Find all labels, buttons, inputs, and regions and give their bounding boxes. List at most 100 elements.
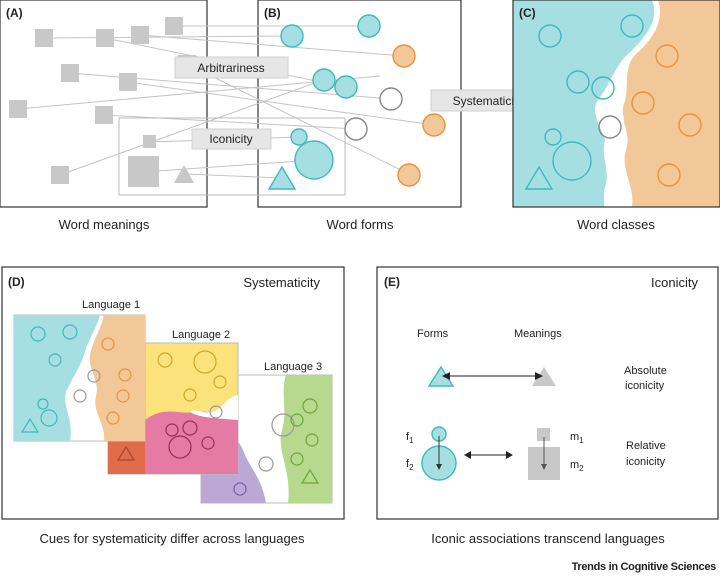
meaning-square <box>9 100 27 118</box>
meaning-square <box>35 29 53 47</box>
form-circle-teal-large <box>294 140 334 180</box>
class-circle-orange <box>678 113 702 137</box>
form-triangle-teal <box>267 165 297 190</box>
mapping-line <box>103 114 357 130</box>
relative-arrowhead-left <box>464 451 471 459</box>
m2-label: m2 <box>570 459 584 473</box>
panel-b-letter: (B) <box>264 6 281 20</box>
lang1-circle <box>73 389 87 403</box>
lang1-circle <box>101 337 115 351</box>
lang1-circle <box>30 326 46 342</box>
lang2-circle <box>201 436 215 450</box>
meanings-label: Meanings <box>514 328 562 340</box>
mapping-line <box>142 159 315 173</box>
lang2-triangle <box>116 445 136 461</box>
panel-d-letter: (D) <box>8 275 25 289</box>
banner-iconicity-bg <box>191 128 272 150</box>
panel-a-frame <box>0 0 208 208</box>
panel-d-title: Systematicity <box>243 275 320 290</box>
banner-arbitrariness-text: Arbitrariness <box>197 61 264 75</box>
class-circle-teal <box>538 24 562 48</box>
lang1-circle <box>87 369 101 383</box>
panel-a-letter: (A) <box>6 6 23 20</box>
lang3-circle <box>233 482 247 496</box>
panel-e-letter: (E) <box>384 275 400 289</box>
lang2-circle <box>213 375 227 389</box>
lang1-circle <box>62 324 78 340</box>
m1-label: m1 <box>570 431 584 445</box>
lang3-circle <box>302 398 318 414</box>
form-circle-orange <box>422 113 446 137</box>
mapping-line <box>127 81 435 126</box>
form-circles <box>267 14 446 190</box>
arrowhead-right <box>535 372 543 380</box>
banner-arbitrariness: Arbitrariness <box>174 56 289 79</box>
lang1-circle <box>106 411 120 425</box>
form-size-arrowhead <box>436 464 442 470</box>
panel-c: (C) Word classes <box>512 0 720 232</box>
f1-label: f1 <box>406 431 414 445</box>
lang2-circle <box>182 420 198 436</box>
region-orange <box>622 0 720 207</box>
language-3-label: Language 3 <box>264 361 322 373</box>
banner-iconicity: Iconicity <box>191 128 272 150</box>
form-circle-teal <box>357 14 381 38</box>
lang1-circle <box>40 409 58 427</box>
f2-label: f2 <box>406 458 414 472</box>
relative-label-2: iconicity <box>626 456 666 468</box>
meaning-square <box>96 29 114 47</box>
region-red <box>108 440 150 474</box>
relative-arrowhead-right <box>506 451 513 459</box>
mapping-line <box>183 173 283 179</box>
lang1-circle <box>48 353 62 367</box>
panel-c-circles <box>524 14 702 190</box>
lang3-triangle <box>300 468 320 484</box>
absolute-label-2: iconicity <box>625 380 665 392</box>
panel-a: (A) Word meanings <box>0 0 208 232</box>
form-circle-teal <box>280 24 304 48</box>
form-circle-white <box>344 117 368 141</box>
meaning-square <box>165 17 183 35</box>
meaning-squares <box>9 17 196 187</box>
banner-systematicity-text: Systematicity <box>453 94 524 108</box>
class-circle-teal <box>620 14 644 38</box>
lang3-circle <box>258 456 274 472</box>
panel-c-caption: Word classes <box>577 217 655 232</box>
iconicity-region <box>118 117 346 196</box>
lang2-circle <box>157 352 173 368</box>
class-circle-teal-large <box>552 141 592 181</box>
meaning-size-arrowhead <box>541 464 547 470</box>
mapping-lines <box>17 25 435 179</box>
meaning-square <box>51 166 69 184</box>
mapping-line <box>186 63 410 175</box>
panel-c-letter: (C) <box>519 6 536 20</box>
class-circle-teal <box>566 70 590 94</box>
panel-e-frame <box>376 266 719 520</box>
lang3-circle <box>290 413 304 427</box>
form-circle-teal-small <box>290 128 308 146</box>
relative-label-1: Relative <box>626 440 666 452</box>
journal-footer: Trends in Cognitive Sciences <box>572 561 717 573</box>
arrowhead-left <box>442 372 450 380</box>
region-pink <box>145 411 238 474</box>
meaning-square-small <box>143 135 156 148</box>
panel-d-caption: Cues for systematicity differ across lan… <box>40 531 305 546</box>
form-circle-teal <box>334 75 358 99</box>
lang3-circle <box>305 433 319 447</box>
lang1-circle <box>37 398 49 410</box>
mapping-line <box>139 34 405 57</box>
region-white-2 <box>190 395 238 420</box>
panel-e: (E) Iconicity Forms Meanings Absolute ic… <box>376 266 719 546</box>
meaning-square-small <box>537 428 550 441</box>
class-circle-white <box>598 115 622 139</box>
panel-e-caption: Iconic associations transcend languages <box>431 531 665 546</box>
lang1-triangle <box>20 417 40 433</box>
panel-e-title: Iconicity <box>651 275 698 290</box>
class-circle-teal <box>591 76 615 100</box>
form-circle-white <box>379 87 403 111</box>
form-circle-teal <box>312 68 336 92</box>
forms-label: Forms <box>417 328 449 340</box>
form-circle-orange <box>397 163 421 187</box>
panel-b-caption: Word forms <box>327 217 394 232</box>
